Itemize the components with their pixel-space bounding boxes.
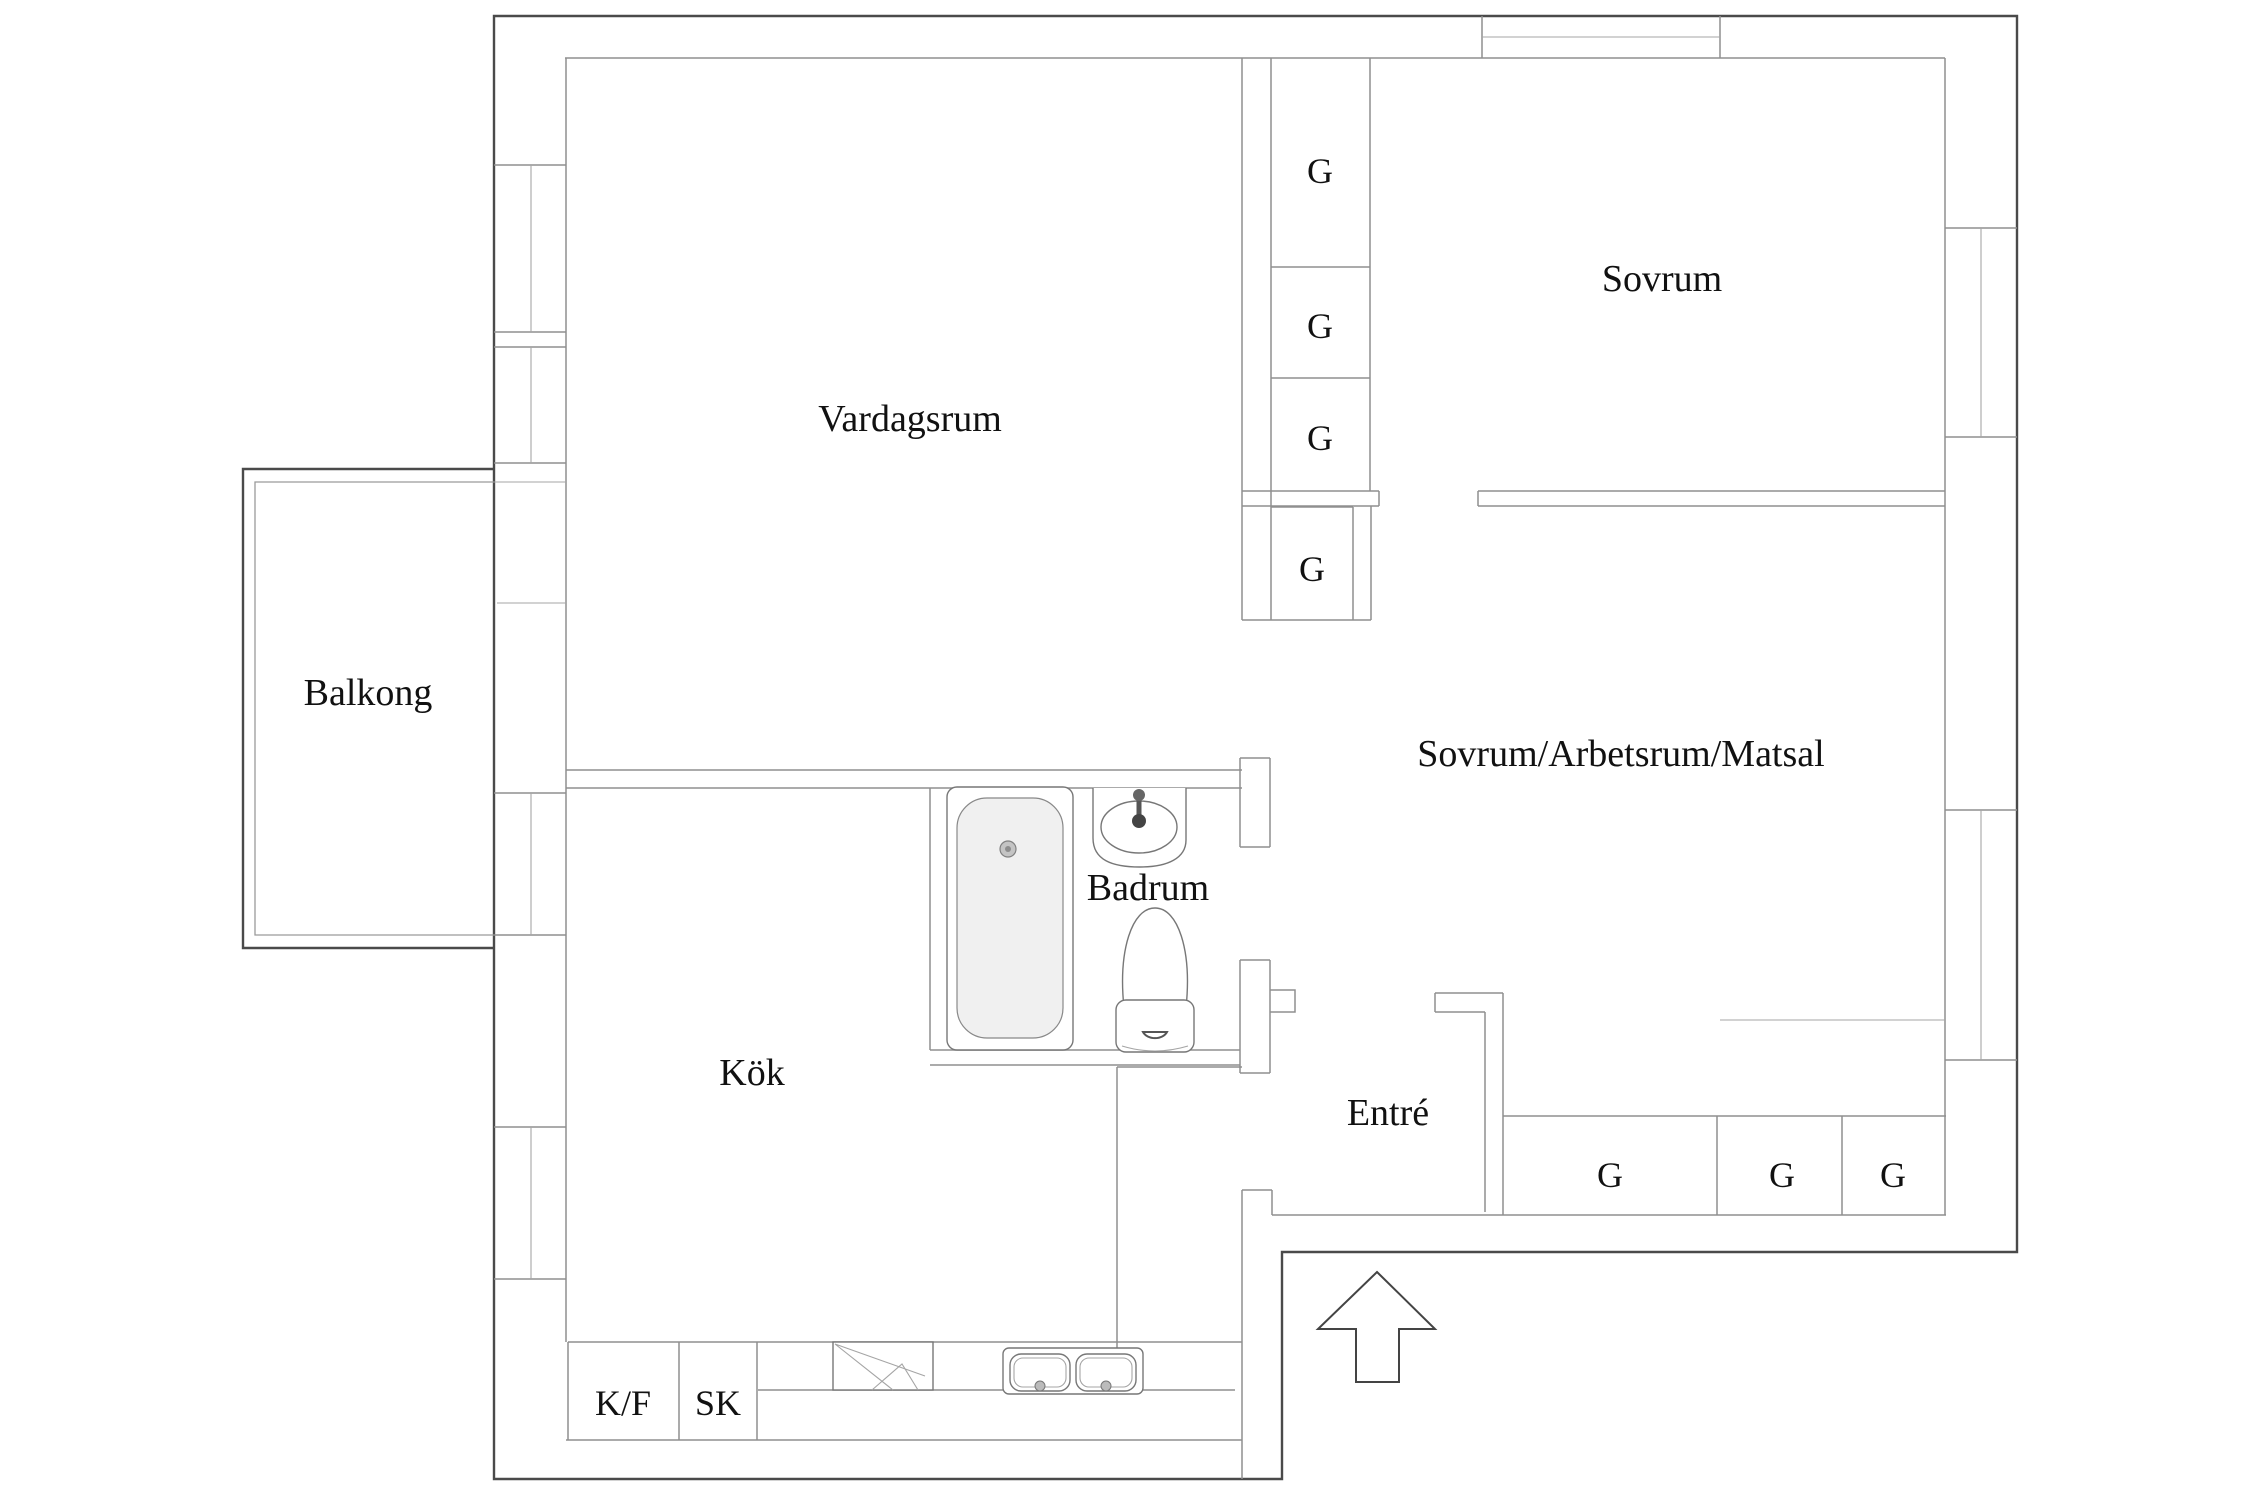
closet-label: G: [1880, 1155, 1906, 1195]
room-label-vardagsrum: Vardagsrum: [818, 398, 1002, 440]
room-label-balkong: Balkong: [304, 672, 433, 714]
window-left-upper: [494, 164, 566, 333]
closet-label: G: [1307, 418, 1333, 458]
balcony-door: [494, 481, 566, 604]
outer-walls: [241, 14, 2019, 1481]
window-top: [1481, 16, 1721, 58]
kitchen-unit-label-kf: K/F: [595, 1383, 651, 1423]
kitchen-unit-label-sk: SK: [695, 1383, 741, 1423]
window-right-sovrum: [1945, 227, 2017, 438]
closet-label: G: [1769, 1155, 1795, 1195]
room-label-kok: Kök: [719, 1052, 784, 1094]
window-right-lower: [1945, 809, 2017, 1061]
windows: [494, 16, 2017, 1280]
room-label-sovrum-arbetsrum-matsal: Sovrum/Arbetsrum/Matsal: [1417, 733, 1824, 775]
toilet: [1115, 907, 1195, 1053]
bathroom-sink: [1092, 788, 1187, 868]
closet-label: G: [1299, 549, 1325, 589]
kitchen-unit-labels: K/F SK: [595, 1383, 741, 1423]
closet-label: G: [1307, 151, 1333, 191]
room-label-entre: Entré: [1347, 1092, 1429, 1134]
room-label-badrum: Badrum: [1087, 867, 1209, 909]
closet-label: G: [1597, 1155, 1623, 1195]
inner-walls: [565, 57, 1946, 1479]
window-left-kitchen-lower: [494, 1126, 566, 1280]
closet-label: G: [1307, 306, 1333, 346]
closet-labels: G G G G G G G: [1299, 151, 1906, 1195]
bathtub: [946, 786, 1074, 1051]
stove: [832, 1341, 934, 1391]
window-left-kitchen-upper: [494, 792, 566, 936]
room-labels: Vardagsrum Sovrum Sovrum/Arbetsrum/Matsa…: [304, 258, 1825, 1134]
balcony-inner-wall: [254, 481, 494, 936]
balcony-outer-wall: [241, 467, 494, 950]
entrance-arrow-icon: [1315, 1270, 1438, 1383]
room-label-sovrum: Sovrum: [1602, 258, 1722, 300]
kitchen-sink: [1002, 1347, 1144, 1395]
window-left-second: [494, 346, 566, 464]
